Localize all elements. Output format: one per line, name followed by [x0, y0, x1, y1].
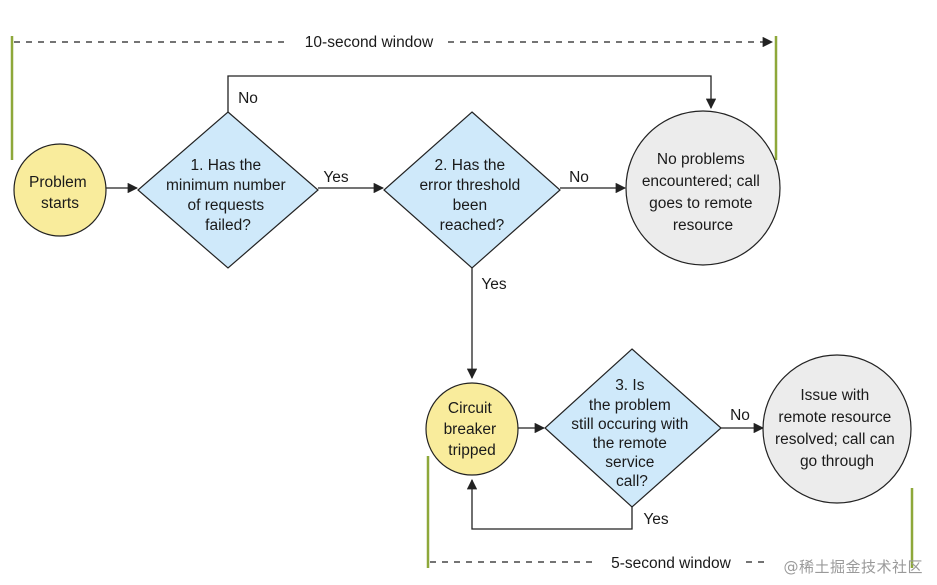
node-problem-starts: Problem starts	[13, 143, 107, 237]
node-no-problems: No problems encountered; call goes to re…	[625, 110, 781, 266]
node-circuit-tripped: Circuit breaker tripped	[425, 382, 519, 476]
ten-second-window-label: 10-second window	[305, 34, 434, 51]
decision-1-label: 1. Has the minimum number of requests fa…	[166, 157, 290, 234]
edge-labels: Yes No No Yes No Yes	[238, 90, 750, 528]
no-problems-line-3: goes to remote	[649, 195, 752, 212]
decision-3-label: 3. Is the problem still occuring with th…	[571, 377, 692, 490]
problem-starts-line-2: starts	[41, 195, 79, 212]
edge-label-d1-no: No	[238, 90, 258, 107]
problem-starts-line-1: Problem	[29, 174, 87, 191]
edge-label-d2-yes: Yes	[481, 276, 507, 293]
decision-1-line-3: of requests	[188, 197, 265, 214]
decision-3-line-5: service	[605, 454, 654, 471]
decision-3-line-6: call?	[616, 473, 648, 490]
edge-label-d3-no: No	[730, 407, 750, 424]
decision-1-diamond	[137, 111, 319, 269]
node-decision-2: 2. Has the error threshold been reached?	[383, 111, 561, 269]
no-problems-line-4: resource	[673, 217, 733, 234]
decision-2-line-2: error threshold	[419, 177, 520, 194]
edge-label-d3-yes: Yes	[643, 511, 669, 528]
decision-3-line-2: the problem	[589, 397, 671, 414]
no-problems-circle	[625, 110, 781, 266]
decision-1-line-4: failed?	[205, 217, 251, 234]
circuit-tripped-line-2: breaker	[444, 421, 497, 438]
five-second-window-label: 5-second window	[611, 555, 732, 572]
circuit-tripped-line-3: tripped	[448, 442, 495, 459]
decision-2-line-4: reached?	[440, 217, 505, 234]
issue-resolved-line-4: go through	[800, 453, 874, 470]
problem-starts-label: Problem starts	[29, 174, 91, 212]
circuit-tripped-circle	[425, 382, 519, 476]
decision-1-line-2: minimum number	[166, 177, 286, 194]
ten-second-window: 10-second window	[10, 34, 778, 160]
issue-resolved-line-2: remote resource	[778, 409, 891, 426]
decision-3-line-3: still occuring with	[571, 416, 688, 433]
decision-2-label: 2. Has the error threshold been reached?	[419, 157, 524, 234]
edge-label-d2-no: No	[569, 169, 589, 186]
decision-2-line-3: been	[453, 197, 487, 214]
watermark-text: @稀土掘金技术社区	[783, 558, 923, 576]
decision-2-diamond	[383, 111, 561, 269]
issue-resolved-line-3: resolved; call can	[775, 431, 895, 448]
problem-starts-circle	[13, 143, 107, 237]
decision-3-line-4: the remote	[593, 435, 667, 452]
edge-d3-yes-back-to-tripped	[466, 478, 633, 530]
node-decision-1: 1. Has the minimum number of requests fa…	[137, 111, 319, 269]
decision-3-line-1: 3. Is	[615, 377, 645, 394]
node-issue-resolved: Issue with remote resource resolved; cal…	[762, 354, 912, 504]
decision-3-diamond	[544, 348, 722, 508]
edge-label-d1-yes: Yes	[323, 169, 349, 186]
circuit-tripped-label: Circuit breaker tripped	[444, 400, 501, 459]
no-problems-label: No problems encountered; call goes to re…	[642, 151, 764, 234]
edge-d1-no-to-no-problems	[227, 75, 717, 112]
five-second-window: 5-second window	[426, 456, 914, 572]
issue-resolved-line-1: Issue with	[800, 387, 869, 404]
circuit-tripped-line-1: Circuit	[448, 400, 493, 417]
decision-1-line-1: 1. Has the	[191, 157, 262, 174]
decision-2-line-1: 2. Has the	[435, 157, 506, 174]
no-problems-line-2: encountered; call	[642, 173, 760, 190]
node-decision-3: 3. Is the problem still occuring with th…	[544, 348, 722, 508]
no-problems-line-1: No problems	[657, 151, 745, 168]
issue-resolved-circle	[762, 354, 912, 504]
issue-resolved-label: Issue with remote resource resolved; cal…	[775, 387, 899, 470]
